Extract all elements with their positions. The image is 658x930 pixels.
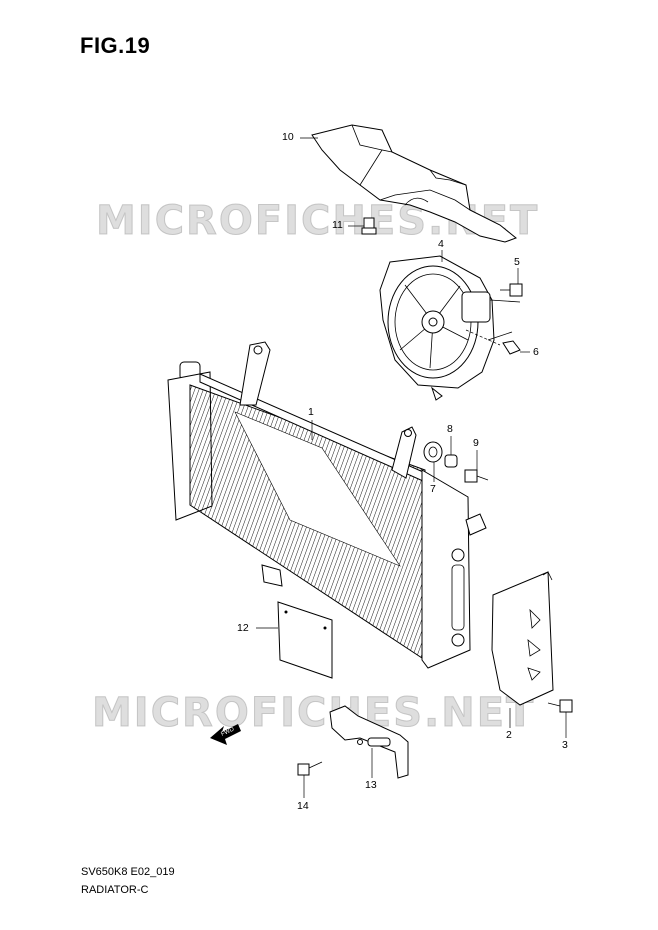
callout-1: 1 — [308, 406, 314, 418]
callout-14: 14 — [297, 800, 309, 812]
callout-13: 13 — [365, 779, 377, 791]
shroud-cover-part — [311, 124, 518, 243]
bolt-9-part — [464, 469, 489, 483]
cooling-fan-part — [379, 255, 521, 401]
grommet-7-part — [423, 441, 443, 463]
diagram-code: SV650K8 E02_019 — [81, 866, 175, 878]
callout-9: 9 — [473, 437, 479, 449]
callout-2: 2 — [506, 729, 512, 741]
pad-12-part — [277, 601, 333, 679]
diagram-name: RADIATOR-C — [81, 884, 149, 896]
leader-lines — [256, 137, 567, 798]
bolt-3-part — [547, 699, 573, 713]
bolt-14-part — [297, 761, 323, 776]
callout-12: 12 — [237, 622, 249, 634]
side-cover-part — [491, 571, 554, 706]
callout-11: 11 — [332, 219, 343, 231]
callout-10: 10 — [282, 131, 294, 143]
forward-arrow-icon — [210, 724, 241, 745]
callout-5: 5 — [514, 256, 520, 268]
figure-title: FIG.19 — [80, 33, 151, 58]
callout-3: 3 — [562, 739, 568, 751]
callout-8: 8 — [447, 423, 453, 435]
fwd-label: FWD — [220, 726, 236, 737]
bracket-13-part — [329, 705, 409, 779]
watermark-bottom: MICROFICHES.NET — [91, 690, 536, 737]
collar-8-part — [444, 454, 458, 468]
bolt-5-part — [500, 283, 523, 297]
nut-6-part — [502, 340, 521, 355]
radiator-part — [167, 341, 487, 669]
callout-7: 7 — [430, 483, 436, 495]
bolt-11-part — [361, 217, 377, 235]
callout-6: 6 — [533, 346, 539, 358]
callout-4: 4 — [438, 238, 444, 250]
